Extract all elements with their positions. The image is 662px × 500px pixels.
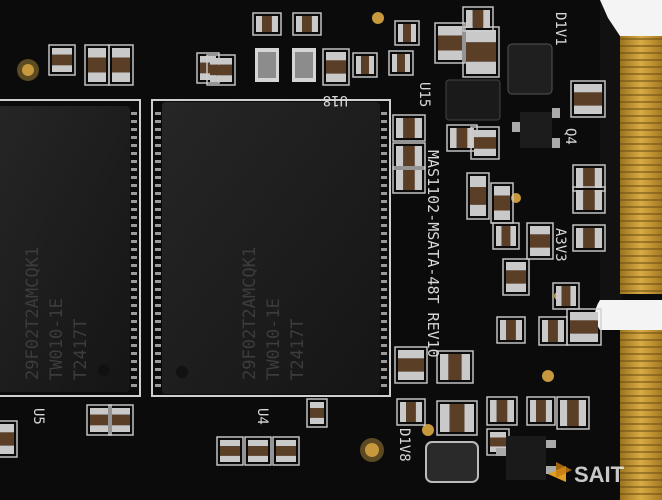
ic-mosfet-top: [507, 43, 553, 95]
nand-chip-right: 29F02T2AMCQK1 TW010-1E T2417T: [162, 102, 380, 394]
edge-connector: [595, 0, 662, 500]
label-u15: U15: [416, 82, 432, 107]
label-u18: U18: [323, 92, 348, 108]
label-q4: Q4: [562, 128, 578, 145]
chip-pins: [131, 112, 387, 387]
chip-right-line1: 29F02T2AMCQK1: [240, 247, 260, 380]
nand-chip-left: 29F02T2AMCQK1 TW010-1E T2417T: [0, 106, 130, 392]
ic-bottom-inductor: [425, 441, 479, 483]
watermark-text: SAIT: [574, 462, 625, 487]
ic-u18: [255, 48, 316, 82]
label-a3v3: A3V3: [552, 228, 568, 262]
chip-left-line1: 29F02T2AMCQK1: [23, 247, 43, 380]
smd-components: [0, 6, 606, 466]
ic-u15: [445, 79, 501, 121]
label-d1v1: D1V1: [552, 12, 568, 46]
label-u5: U5: [30, 408, 46, 425]
label-d1v8: D1V8: [396, 428, 412, 462]
chip-right-line2: TW010-1E: [264, 298, 284, 380]
ic-q4: [512, 108, 560, 148]
chip-right-line3: T2417T: [288, 319, 308, 380]
label-u4: U4: [254, 408, 270, 425]
label-model: MAS1102-MSATA-48T REV10: [424, 150, 442, 358]
watermark-logo: SAIT: [548, 462, 625, 487]
chip-left-line3: T2417T: [71, 319, 91, 380]
ic-bottom-right: [496, 436, 556, 480]
chip-left-line2: TW010-1E: [47, 298, 67, 380]
